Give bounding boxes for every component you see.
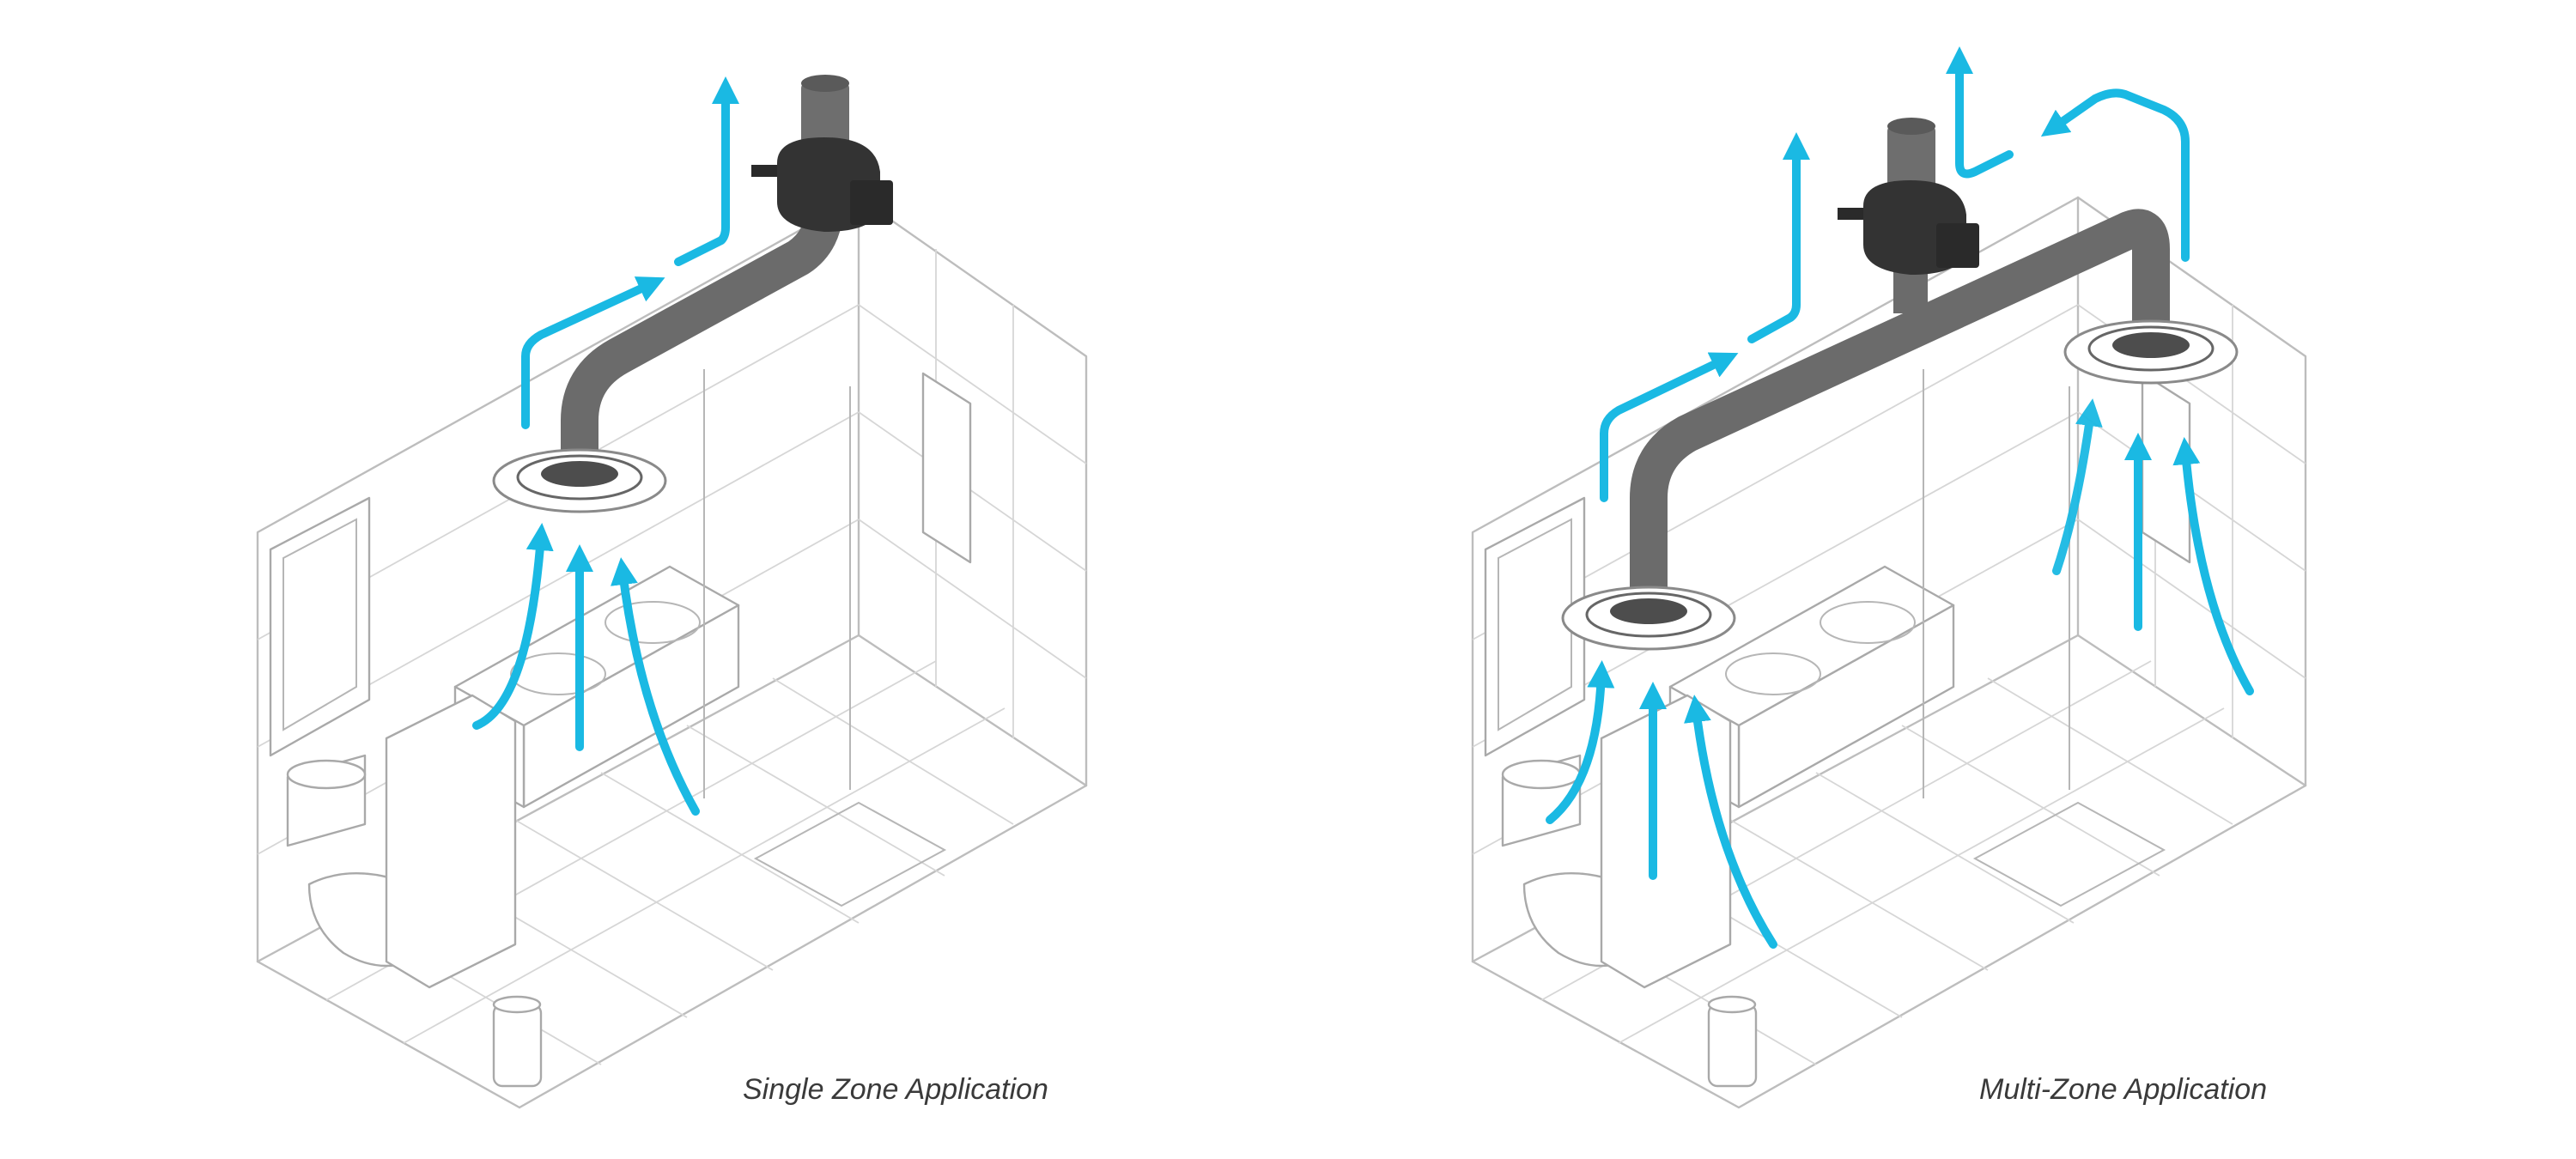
ceiling-grille-icon bbox=[1561, 586, 1736, 651]
airflow-arrow-icon bbox=[1684, 695, 1777, 949]
cabinet bbox=[1600, 694, 1732, 989]
cabinet bbox=[385, 694, 517, 989]
airflow-arrow-icon bbox=[1747, 131, 1811, 343]
airflow-arrow-icon bbox=[1600, 352, 1739, 502]
multi-zone-room bbox=[1471, 46, 2307, 1109]
airflow-arrow-icon bbox=[472, 523, 554, 730]
bin bbox=[1707, 995, 1758, 1088]
ceiling-grille-icon bbox=[2063, 319, 2239, 385]
inline-fan-icon bbox=[751, 75, 893, 232]
wall-niche bbox=[2141, 372, 2191, 564]
wall-niche bbox=[921, 372, 972, 564]
airflow-arrow-icon bbox=[1546, 660, 1615, 824]
single-zone-caption: Single Zone Application bbox=[743, 1073, 1048, 1106]
airflow-arrow-icon bbox=[1945, 46, 2014, 179]
shower bbox=[1923, 369, 2166, 907]
airflow-arrow-icon bbox=[521, 276, 665, 429]
airflow-arrow-icon bbox=[2052, 398, 2103, 575]
inline-fan-icon bbox=[1838, 118, 1979, 275]
airflow-arrow-icon bbox=[2040, 88, 2190, 262]
airflow-arrow-icon bbox=[611, 557, 700, 816]
airflow-arrow-icon bbox=[674, 76, 740, 266]
single-zone-room bbox=[256, 75, 1088, 1109]
duct bbox=[1630, 209, 2170, 605]
shower bbox=[703, 369, 947, 907]
window bbox=[269, 496, 371, 757]
airflow-arrow-icon bbox=[2172, 437, 2254, 695]
multi-zone-caption: Multi-Zone Application bbox=[1979, 1073, 2268, 1106]
window bbox=[1484, 496, 1586, 757]
bin bbox=[492, 995, 543, 1088]
airflow-arrows bbox=[472, 76, 740, 816]
ceiling-grille-icon bbox=[492, 448, 667, 513]
airflow-arrows bbox=[1546, 46, 2254, 949]
